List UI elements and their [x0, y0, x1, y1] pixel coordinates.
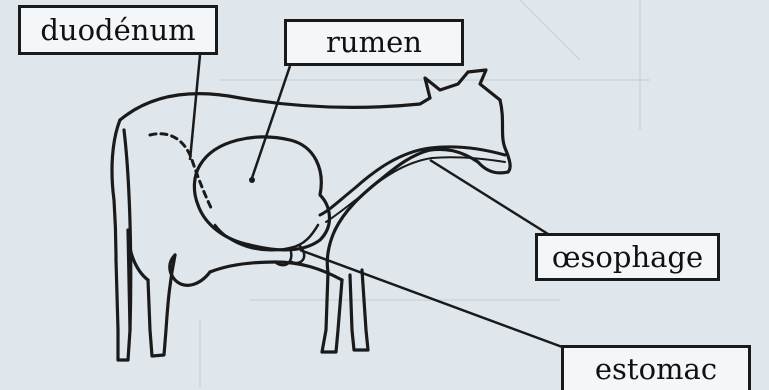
leader-rumen: [252, 66, 290, 178]
rumen-organ: [194, 137, 329, 250]
digestive-tract: [150, 134, 505, 265]
label-rumen: rumen: [284, 19, 464, 66]
label-duodenum: duodénum: [18, 5, 218, 55]
label-estomac: estomac: [561, 345, 751, 390]
duodenum-organ: [150, 134, 212, 210]
label-oesophage: œsophage: [535, 233, 720, 281]
leader-duodenum: [190, 55, 200, 160]
cow-outline: [112, 70, 510, 360]
